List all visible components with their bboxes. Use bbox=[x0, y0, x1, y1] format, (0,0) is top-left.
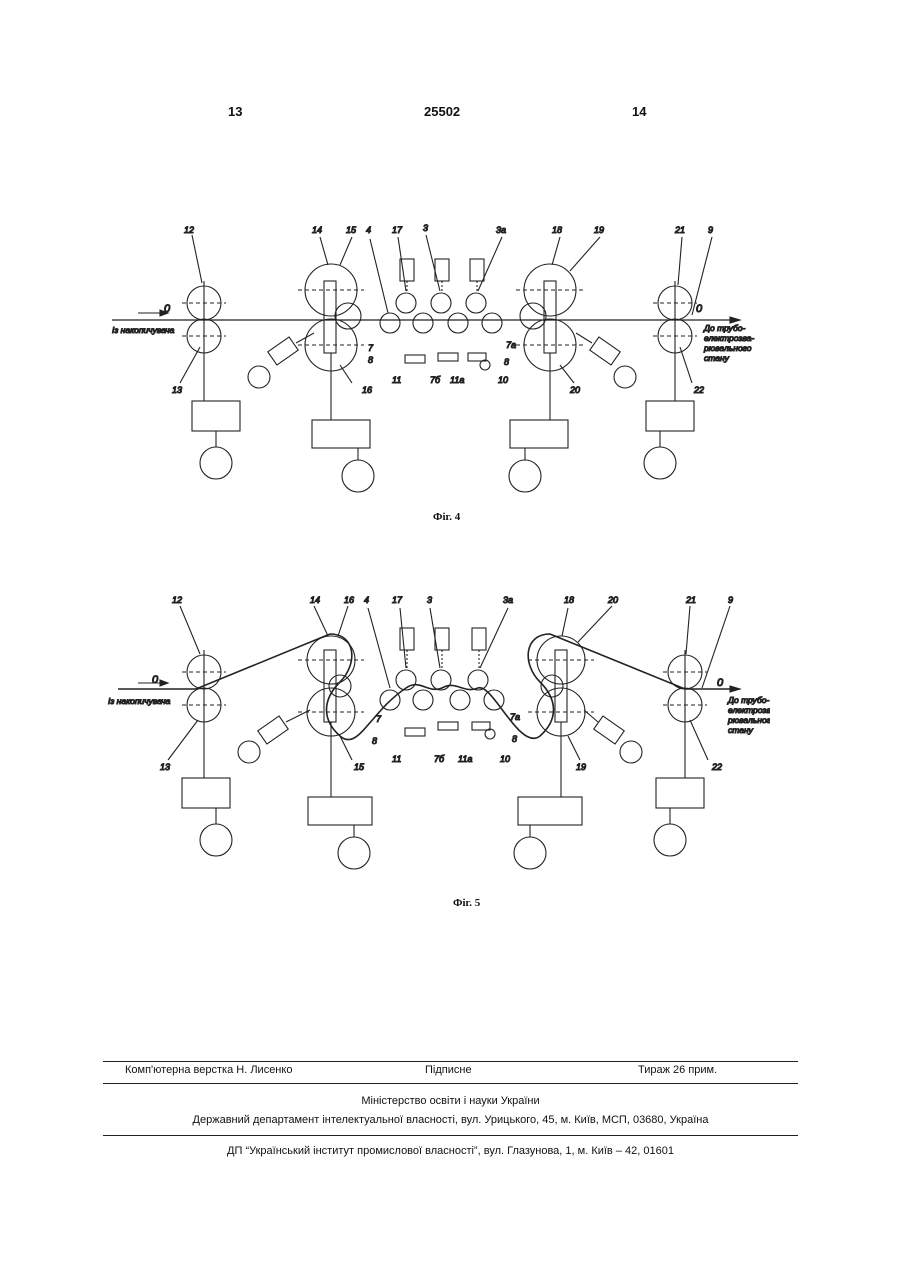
fig4-label-13: 13 bbox=[172, 385, 182, 395]
footer-layout-credit: Комп'ютерна верстка Н. Лисенко bbox=[125, 1064, 292, 1076]
fig5-label-17: 17 bbox=[392, 595, 403, 605]
fig4-label-3a: 3а bbox=[496, 225, 506, 235]
fig4-label-18: 18 bbox=[552, 225, 562, 235]
fig5-label-4: 4 bbox=[364, 595, 369, 605]
footer-ministry: Міністерство освіти і науки України bbox=[0, 1095, 901, 1107]
fig5-label-to-mill-1: До трубо- bbox=[727, 695, 769, 705]
fig4-label-11: 11 bbox=[392, 375, 401, 385]
fig4-label-19: 19 bbox=[594, 225, 604, 235]
figure-5-caption: Фіг. 5 bbox=[453, 897, 480, 909]
page-number-right: 14 bbox=[632, 104, 646, 119]
fig4-label-4: 4 bbox=[366, 225, 371, 235]
fig5-label-7a: 7а bbox=[510, 712, 520, 722]
fig5-label-7b: 7б bbox=[434, 754, 445, 764]
page-number-left: 13 bbox=[228, 104, 242, 119]
fig4-label-8-left: 8 bbox=[368, 355, 373, 365]
fig4-label-8-right: 8 bbox=[504, 357, 509, 367]
fig4-label-10: 10 bbox=[498, 375, 508, 385]
footer-rule-1 bbox=[103, 1061, 798, 1062]
fig5-label-3a: 3а bbox=[503, 595, 513, 605]
fig4-label-0-left: 0 bbox=[164, 303, 171, 315]
figure-4-caption: Фіг. 4 bbox=[433, 511, 460, 523]
fig5-label-16: 16 bbox=[344, 595, 354, 605]
fig5-label-7: 7 bbox=[376, 714, 382, 724]
figure-4: 12 14 15 4 17 3 3а 18 19 21 9 0 0 Із нак… bbox=[100, 215, 770, 505]
fig5-label-20: 20 bbox=[607, 595, 618, 605]
fig4-label-7: 7 bbox=[368, 343, 374, 353]
fig5-label-19: 19 bbox=[576, 762, 586, 772]
fig5-label-13: 13 bbox=[160, 762, 170, 772]
fig4-label-11a: 11а bbox=[450, 375, 464, 385]
fig4-label-16: 16 bbox=[362, 385, 372, 395]
fig4-center-rolls bbox=[380, 259, 502, 370]
fig5-label-15: 15 bbox=[354, 762, 365, 772]
fig4-label-17: 17 bbox=[392, 225, 403, 235]
footer-signed: Підписне bbox=[425, 1064, 472, 1076]
fig5-label-8-right: 8 bbox=[512, 734, 517, 744]
fig5-center-rolls bbox=[380, 628, 504, 739]
fig5-label-11: 11 bbox=[392, 754, 401, 764]
fig4-label-22: 22 bbox=[693, 385, 704, 395]
footer-circulation: Тираж 26 прим. bbox=[638, 1064, 717, 1076]
fig5-label-to-mill-4: стану bbox=[728, 725, 754, 735]
fig4-label-to-mill-2: електрозва- bbox=[704, 333, 754, 343]
fig5-label-18: 18 bbox=[564, 595, 574, 605]
footer-department: Державний департамент інтелектуальної вл… bbox=[0, 1114, 901, 1126]
fig4-label-14: 14 bbox=[312, 225, 322, 235]
figure-5: 12 14 16 4 17 3 3а 18 20 21 9 0 0 Із нак… bbox=[100, 592, 770, 882]
fig4-label-20: 20 bbox=[569, 385, 580, 395]
fig4-label-21: 21 bbox=[674, 225, 685, 235]
fig5-label-21: 21 bbox=[685, 595, 696, 605]
fig5-label-14: 14 bbox=[310, 595, 320, 605]
fig4-label-0-right: 0 bbox=[696, 303, 703, 315]
fig5-label-10: 10 bbox=[500, 754, 510, 764]
fig5-label-0-right: 0 bbox=[717, 677, 724, 689]
footer-rule-2 bbox=[103, 1083, 798, 1084]
fig5-label-0-left: 0 bbox=[152, 674, 159, 686]
fig4-label-7b: 7б bbox=[430, 375, 441, 385]
fig4-label-9: 9 bbox=[708, 225, 713, 235]
footer-rule-3 bbox=[103, 1135, 798, 1136]
fig4-label-3: 3 bbox=[423, 223, 428, 233]
fig5-label-8-left: 8 bbox=[372, 736, 377, 746]
fig4-label-to-mill-3: рювального bbox=[703, 343, 752, 353]
fig5-label-12: 12 bbox=[172, 595, 182, 605]
fig4-label-7a: 7а bbox=[506, 340, 516, 350]
fig5-label-to-mill-3: рювального bbox=[727, 715, 770, 725]
fig4-label-to-mill-1: До трубо- bbox=[703, 323, 745, 333]
fig5-label-22: 22 bbox=[711, 762, 722, 772]
fig4-label-15: 15 bbox=[346, 225, 357, 235]
fig4-label-12: 12 bbox=[184, 225, 194, 235]
fig5-label-3: 3 bbox=[427, 595, 432, 605]
footer-institute: ДП “Український інститут промислової вла… bbox=[0, 1145, 901, 1157]
fig5-label-to-mill-2: електрозва- bbox=[728, 705, 770, 715]
fig5-label-9: 9 bbox=[728, 595, 733, 605]
fig5-label-from-accumulator: Із накопичувача bbox=[108, 696, 171, 706]
fig5-label-11a: 11а bbox=[458, 754, 472, 764]
patent-number: 25502 bbox=[424, 104, 460, 119]
fig4-label-from-accumulator: Із накопичувача bbox=[112, 325, 175, 335]
fig4-label-to-mill-4: стану bbox=[704, 353, 730, 363]
